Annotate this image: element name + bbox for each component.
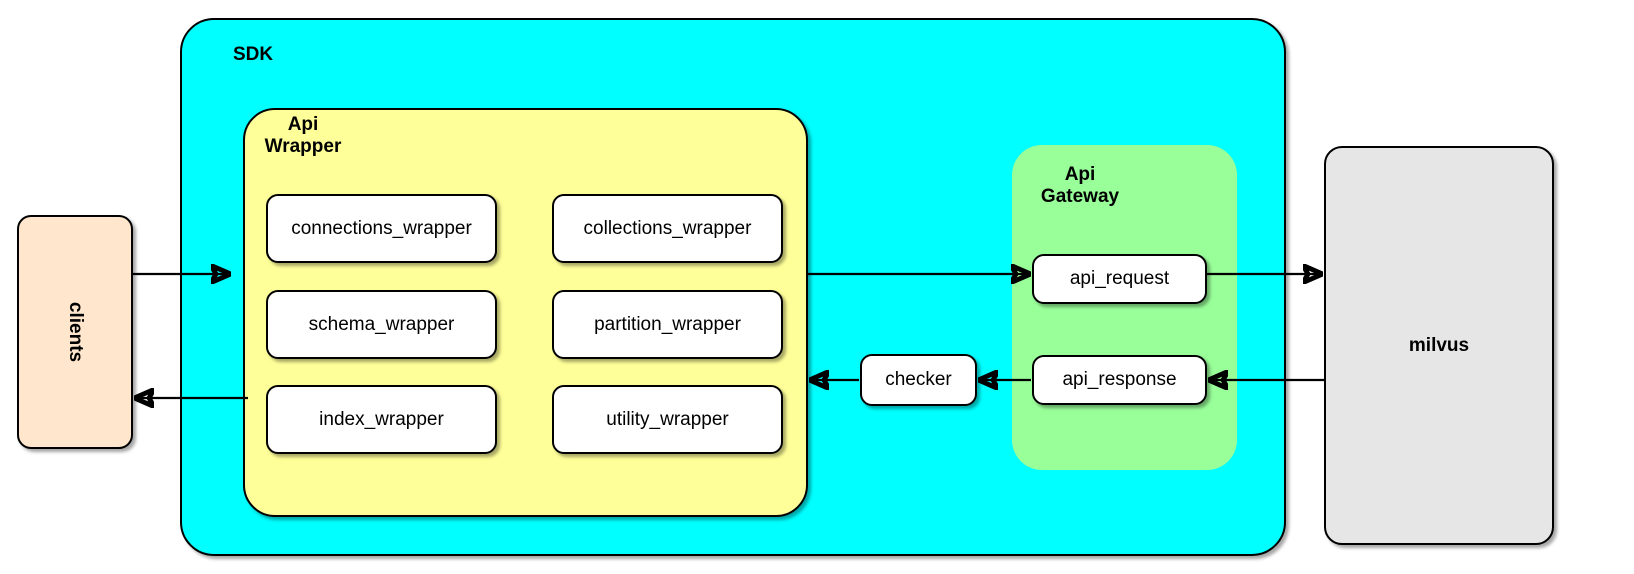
node-index-wrapper[interactable]: index_wrapper bbox=[266, 385, 497, 454]
node-checker[interactable]: checker bbox=[860, 354, 977, 406]
node-api-request[interactable]: api_request bbox=[1032, 254, 1207, 304]
clients-label: clients bbox=[64, 301, 86, 363]
api-wrapper-label: Api Wrapper bbox=[264, 114, 342, 158]
node-utility-wrapper[interactable]: utility_wrapper bbox=[552, 385, 783, 454]
node-partition-wrapper[interactable]: partition_wrapper bbox=[552, 290, 783, 359]
node-collections-wrapper[interactable]: collections_wrapper bbox=[552, 194, 783, 263]
node-clients[interactable]: clients bbox=[17, 215, 133, 449]
sdk-label: SDK bbox=[232, 44, 274, 65]
api-gateway-label: Api Gateway bbox=[1040, 164, 1120, 208]
node-connections-wrapper[interactable]: connections_wrapper bbox=[266, 194, 497, 263]
node-api-response[interactable]: api_response bbox=[1032, 355, 1207, 405]
api-gateway-container[interactable] bbox=[1012, 145, 1237, 470]
node-schema-wrapper[interactable]: schema_wrapper bbox=[266, 290, 497, 359]
node-milvus[interactable]: milvus bbox=[1324, 146, 1554, 545]
